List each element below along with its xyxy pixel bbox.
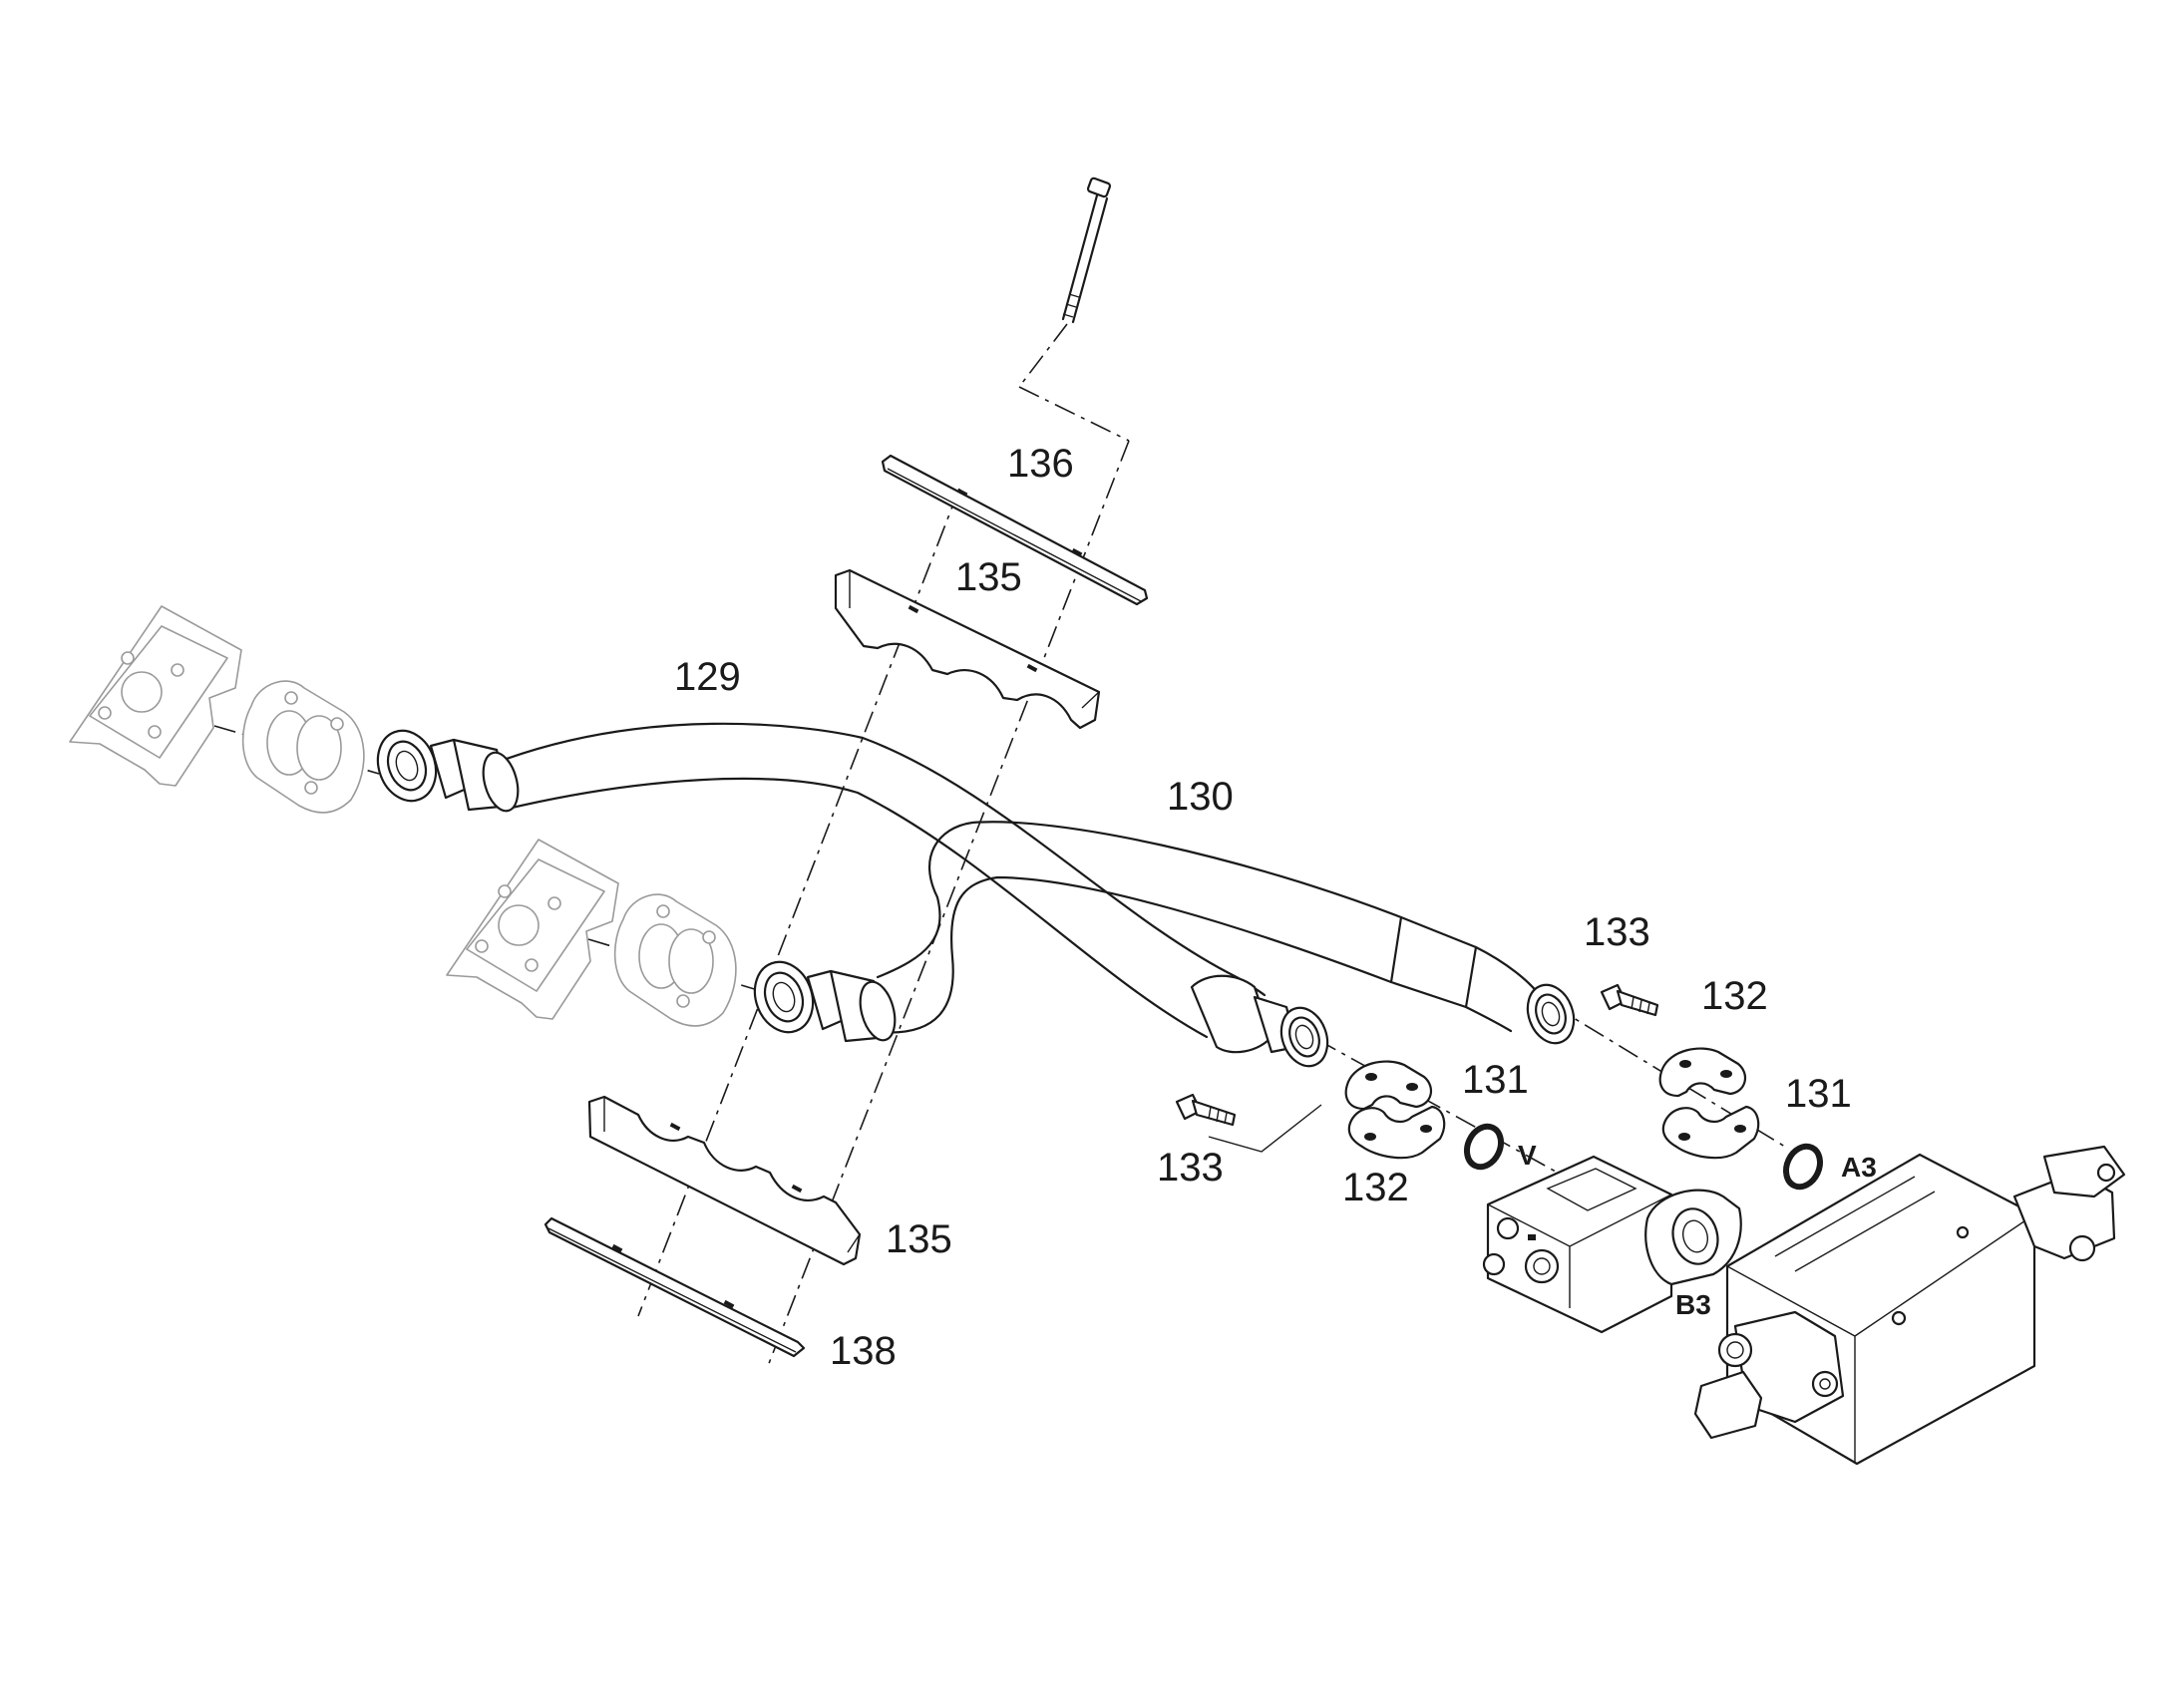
valve-block bbox=[1482, 1145, 2126, 1466]
callout-130: 130 bbox=[1167, 775, 1234, 819]
callout-135-bottom: 135 bbox=[886, 1217, 952, 1261]
top-bolt bbox=[1061, 176, 1112, 324]
clamp-half-135-top bbox=[834, 568, 1101, 730]
callout-133-left: 133 bbox=[1157, 1146, 1224, 1190]
split-flange-132-right bbox=[1658, 1047, 1760, 1160]
clamp-plate-138 bbox=[544, 1216, 806, 1358]
port-label-b3: B3 bbox=[1675, 1289, 1711, 1320]
callout-132-left: 132 bbox=[1342, 1166, 1409, 1209]
hose-130 bbox=[753, 821, 1576, 1045]
callout-131-left: 131 bbox=[1462, 1058, 1529, 1102]
callout-129: 129 bbox=[674, 655, 741, 699]
bolt-133-left bbox=[1175, 1093, 1237, 1127]
callout-132-right: 132 bbox=[1701, 974, 1768, 1018]
callout-133-right: 133 bbox=[1584, 910, 1650, 954]
o-ring-131-right bbox=[1782, 1143, 1824, 1191]
port-label-a3: A3 bbox=[1841, 1152, 1877, 1183]
o-ring-131-left bbox=[1463, 1123, 1505, 1171]
hose-129-end-fitting bbox=[1190, 974, 1329, 1068]
mounting-block-lower bbox=[446, 839, 619, 1020]
clamp-plate-136 bbox=[881, 454, 1149, 606]
callout-136: 136 bbox=[1007, 442, 1074, 486]
callout-138: 138 bbox=[830, 1329, 897, 1373]
split-flange-132-left bbox=[1344, 1060, 1446, 1160]
callout-131-right: 131 bbox=[1785, 1072, 1852, 1116]
callout-135-top: 135 bbox=[955, 555, 1022, 599]
mounting-block-upper bbox=[69, 605, 242, 787]
hose-129 bbox=[376, 722, 1267, 1039]
flange-upper bbox=[241, 680, 365, 814]
clamp-half-135-bottom bbox=[587, 1095, 862, 1266]
flange-lower bbox=[613, 893, 737, 1027]
bolt-133-right bbox=[1600, 983, 1659, 1017]
port-label-v: V bbox=[1518, 1140, 1537, 1171]
